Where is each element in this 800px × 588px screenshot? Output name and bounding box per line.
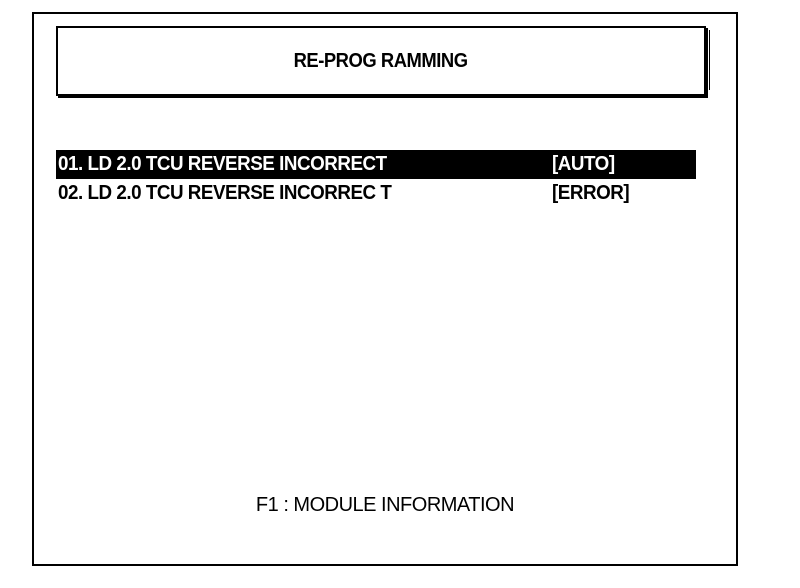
f1-module-information-hint: F1 : MODULE INFORMATION — [255, 494, 515, 516]
reprogramming-screen: RE-PROG RAMMING 01. LD 2.0 TCU REVERSE I… — [32, 12, 738, 566]
reprogramming-list: 01. LD 2.0 TCU REVERSE INCORRECT [AUTO] … — [56, 150, 696, 208]
list-item-02[interactable]: 02. LD 2.0 TCU REVERSE INCORREC T [ERROR… — [56, 179, 696, 208]
list-item-status: [AUTO] — [552, 153, 615, 175]
list-item-label: 02. LD 2.0 TCU REVERSE INCORREC T — [58, 182, 392, 204]
page-title: RE-PROG RAMMING — [293, 49, 469, 72]
list-item-01[interactable]: 01. LD 2.0 TCU REVERSE INCORRECT [AUTO] — [56, 150, 696, 179]
title-panel: RE-PROG RAMMING — [56, 26, 710, 96]
list-item-status: [ERROR] — [552, 182, 630, 204]
list-item-label: 01. LD 2.0 TCU REVERSE INCORRECT — [58, 153, 387, 175]
